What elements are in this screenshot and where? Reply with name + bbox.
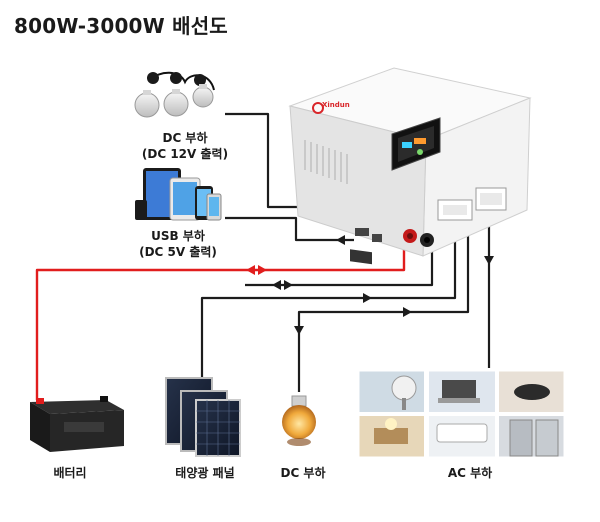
dc-top-load-label: DC 부하 (DC 12V 출력) (125, 130, 245, 162)
dc-load-label: DC 부하 (280, 466, 326, 480)
arrow-bat2-right (284, 280, 293, 290)
arrow-ac-load (484, 256, 494, 265)
battery-label: 배터리 (53, 466, 87, 480)
arrow-battery-right (258, 265, 267, 275)
dc-top-load-title: DC 부하 (162, 131, 208, 145)
battery-wire (35, 247, 406, 400)
arrow-usb (336, 235, 345, 245)
brand-logo-text: Xindun (322, 101, 350, 109)
ac-load-label: AC 부하 (447, 466, 493, 480)
dc-top-load-subtitle: (DC 12V 출력) (141, 147, 229, 161)
battery-image (30, 396, 124, 452)
wires (35, 112, 491, 400)
dc-load-wire (297, 230, 470, 392)
inverter-unit (288, 67, 532, 265)
diagram-title: 800W-3000W 배선도 (14, 14, 228, 38)
arrow-solar (363, 293, 372, 303)
arrow-dc-load (294, 326, 304, 335)
dc-bulbs-image (134, 71, 215, 118)
arrow-dc-load-2 (403, 307, 412, 317)
dc-load-bulb-image (282, 395, 316, 446)
usb-wire (225, 216, 354, 242)
usb-load-label: USB 부하 (DC 5V 출력) (118, 228, 238, 260)
solar-wire (200, 232, 457, 378)
solar-panel-label: 태양광 패널 (175, 466, 235, 480)
battery-return-wire (245, 251, 434, 287)
usb-load-title: USB 부하 (151, 229, 205, 243)
solar-panel-image (165, 377, 241, 457)
usb-load-subtitle: (DC 5V 출력) (139, 245, 217, 259)
usb-devices-image (135, 168, 222, 221)
ac-appliances-image (356, 368, 567, 460)
arrow-battery-left (246, 265, 255, 275)
arrow-bat2-left (272, 280, 281, 290)
